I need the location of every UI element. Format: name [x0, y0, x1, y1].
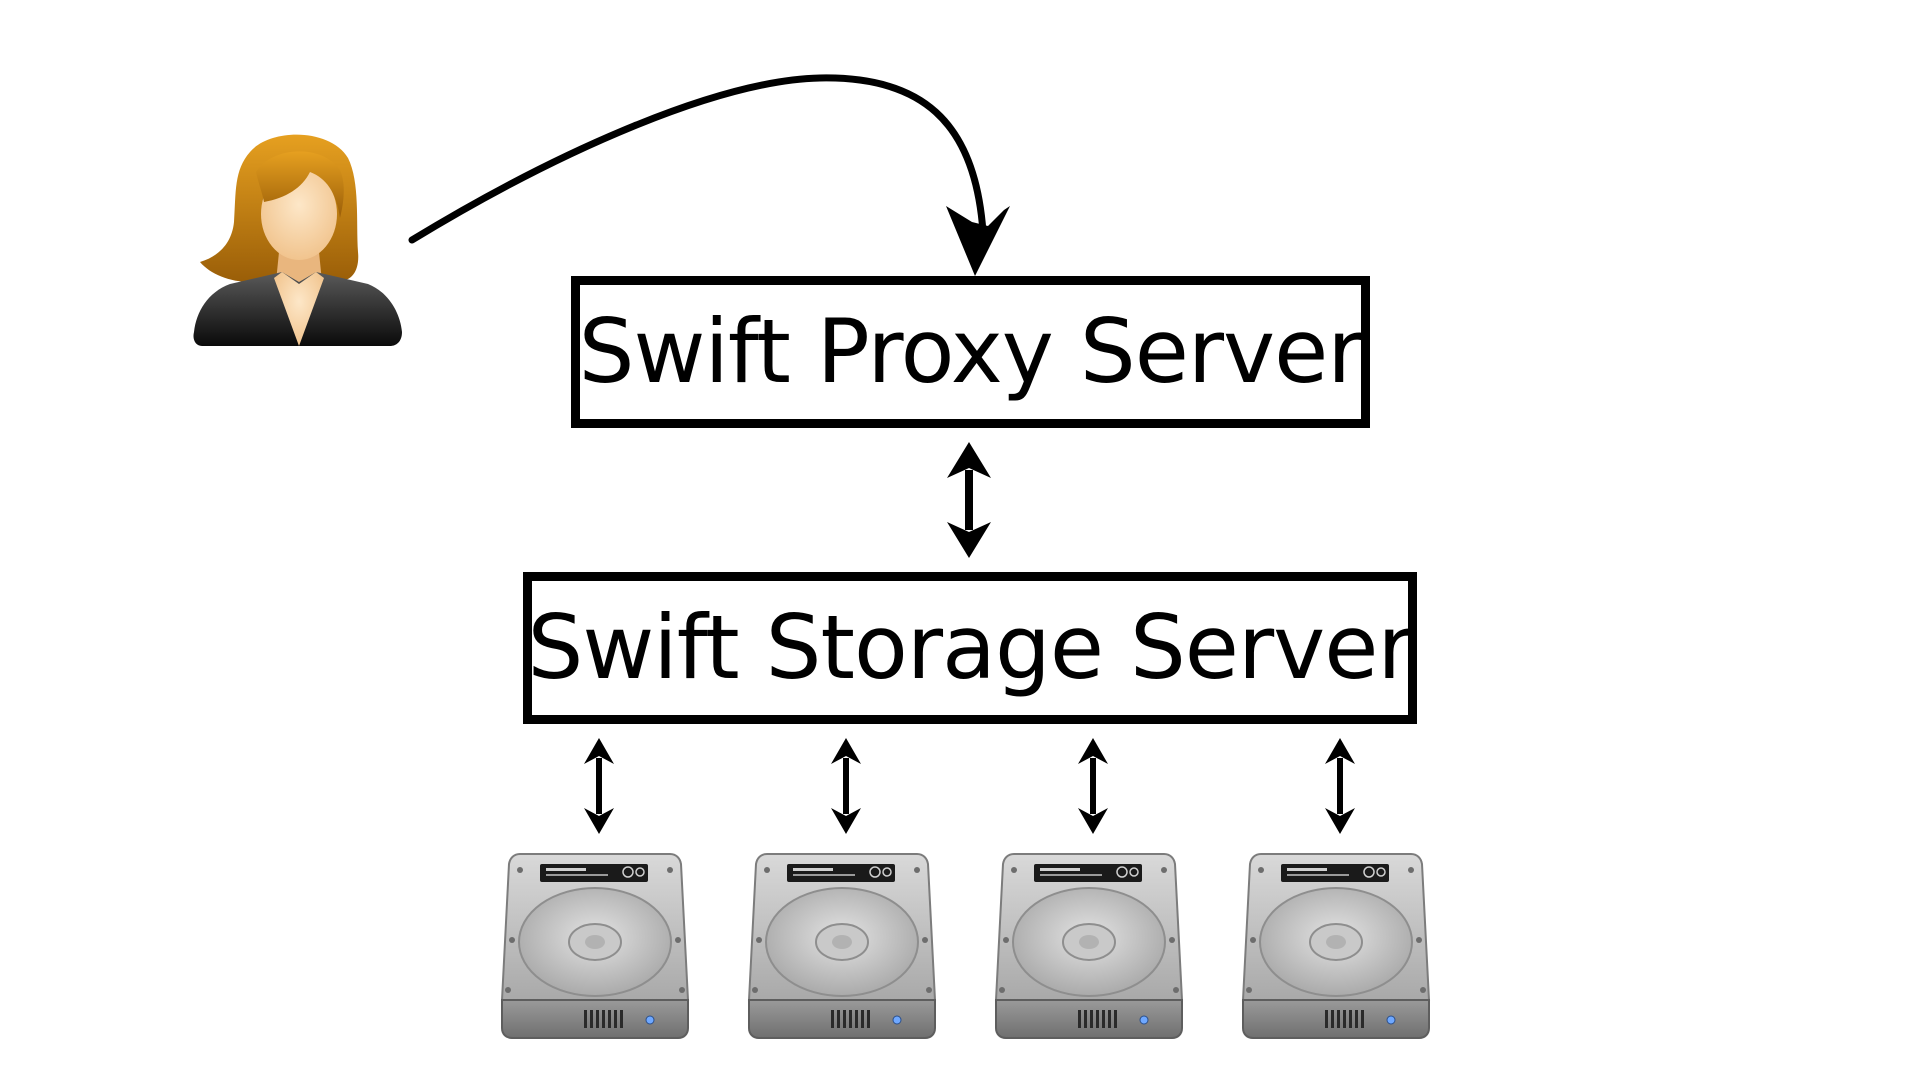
storage-disk-arrow-3 [1078, 738, 1108, 834]
hard-disk-icon [1241, 850, 1431, 1042]
storage-disk-arrow-1 [584, 738, 614, 834]
user-woman-icon [193, 134, 402, 346]
proxy-server-label: Swift Proxy Server [578, 300, 1364, 403]
storage-disk-arrow-4 [1325, 738, 1355, 834]
proxy-storage-double-arrow [947, 442, 991, 558]
storage-server-label: Swift Storage Server [527, 596, 1413, 699]
hard-disk-icon [994, 850, 1184, 1042]
hard-disk-icon [747, 850, 937, 1042]
proxy-server-box: Swift Proxy Server [571, 276, 1370, 428]
storage-server-box: Swift Storage Server [523, 572, 1417, 724]
hard-disk-icon [500, 850, 690, 1042]
storage-disk-arrow-2 [831, 738, 861, 834]
